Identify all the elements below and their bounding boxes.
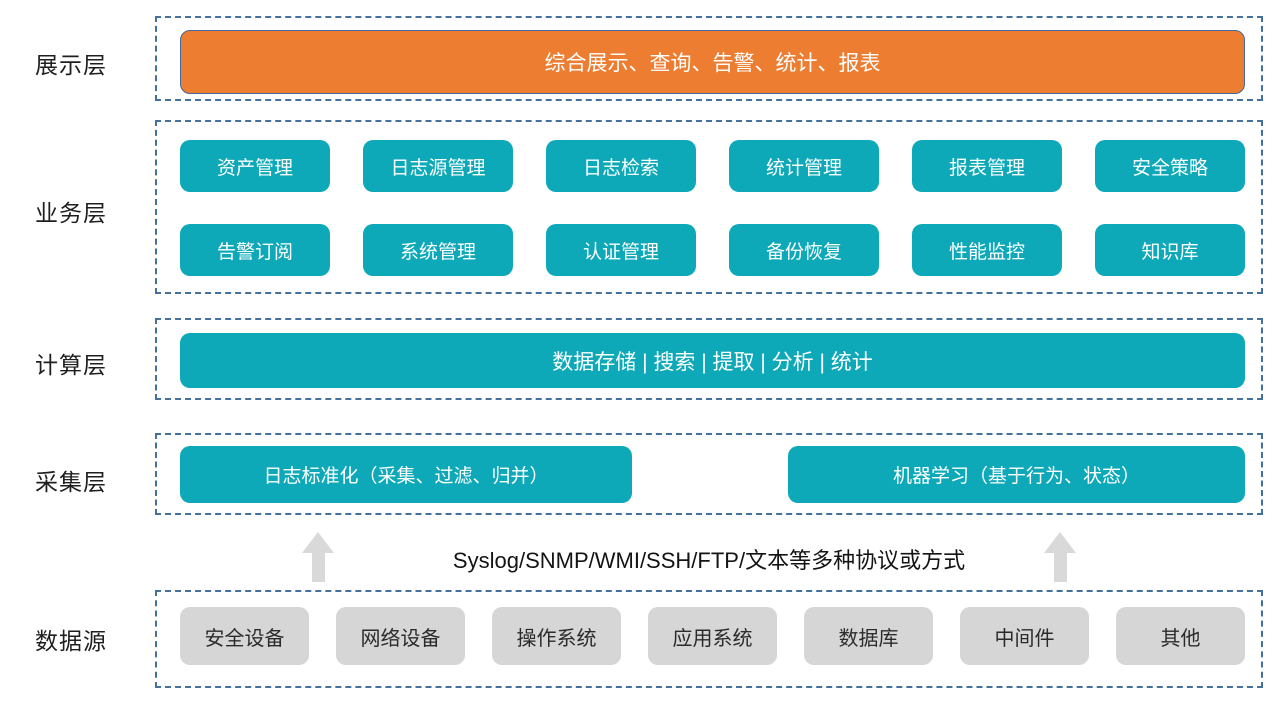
arrow-head <box>302 532 334 553</box>
arrow-up-icon-left <box>302 532 334 582</box>
business-item-stats-mgmt: 统计管理 <box>729 140 879 192</box>
computing-layer-container <box>155 318 1263 400</box>
computing-banner: 数据存储 | 搜索 | 提取 | 分析 | 统计 <box>180 333 1245 388</box>
arrow-head <box>1044 532 1076 553</box>
arrow-up-icon-right <box>1044 532 1076 582</box>
business-item-knowledge-base: 知识库 <box>1095 224 1245 276</box>
business-item-backup-restore: 备份恢复 <box>729 224 879 276</box>
business-item-logsource-mgmt: 日志源管理 <box>363 140 513 192</box>
protocol-caption: Syslog/SNMP/WMI/SSH/FTP/文本等多种协议或方式 <box>452 548 966 573</box>
business-item-alert-subscribe: 告警订阅 <box>180 224 330 276</box>
presentation-banner: 综合展示、查询、告警、统计、报表 <box>180 30 1245 94</box>
datasource-layer-container <box>155 590 1263 688</box>
layer-label-collection: 采集层 <box>35 469 107 495</box>
layer-label-datasource: 数据源 <box>35 628 107 654</box>
datasource-network-device: 网络设备 <box>336 607 465 665</box>
business-item-system-mgmt: 系统管理 <box>363 224 513 276</box>
business-item-asset-mgmt: 资产管理 <box>180 140 330 192</box>
business-item-auth-mgmt: 认证管理 <box>546 224 696 276</box>
collection-layer-container <box>155 433 1263 515</box>
business-item-log-search: 日志检索 <box>546 140 696 192</box>
business-item-report-mgmt: 报表管理 <box>912 140 1062 192</box>
datasource-middleware: 中间件 <box>960 607 1089 665</box>
collection-machine-learning: 机器学习（基于行为、状态） <box>788 446 1245 503</box>
business-item-perf-monitor: 性能监控 <box>912 224 1062 276</box>
datasource-other: 其他 <box>1116 607 1245 665</box>
datasource-app-system: 应用系统 <box>648 607 777 665</box>
arrow-stem <box>1053 553 1067 582</box>
datasource-os: 操作系统 <box>492 607 621 665</box>
datasource-security-device: 安全设备 <box>180 607 309 665</box>
presentation-layer-container <box>155 16 1263 101</box>
layer-label-presentation: 展示层 <box>35 52 107 78</box>
arrow-stem <box>311 553 325 582</box>
layer-label-business: 业务层 <box>35 200 107 226</box>
collection-log-normalization: 日志标准化（采集、过滤、归并） <box>180 446 632 503</box>
datasource-database: 数据库 <box>804 607 933 665</box>
business-item-security-policy: 安全策略 <box>1095 140 1245 192</box>
business-layer-container <box>155 120 1263 294</box>
layer-label-computing: 计算层 <box>35 352 107 378</box>
